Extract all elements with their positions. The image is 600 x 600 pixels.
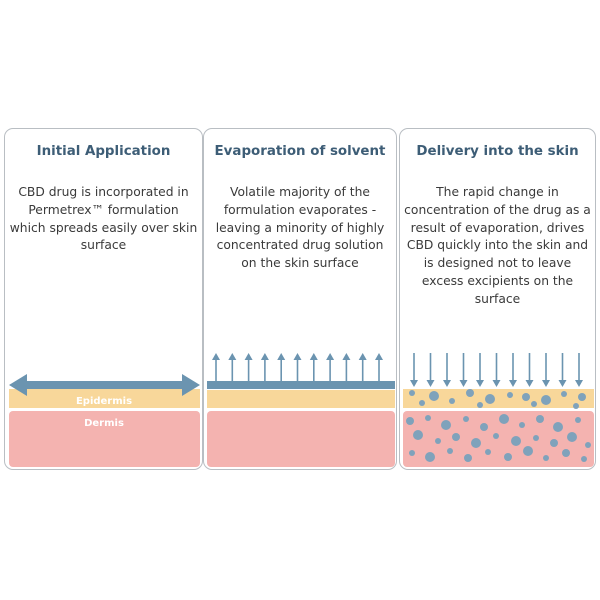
drug-particle bbox=[519, 422, 525, 428]
panel-heading: Initial Application bbox=[36, 144, 171, 159]
formulation-layer bbox=[207, 381, 395, 389]
dermis-layer bbox=[207, 411, 395, 467]
dermis-label: Dermis bbox=[84, 418, 124, 429]
drug-particle bbox=[477, 402, 483, 408]
down-arrow-icon bbox=[558, 353, 567, 387]
panel-description: The rapid change in concentration of the… bbox=[404, 185, 591, 306]
drug-particle bbox=[413, 430, 423, 440]
drug-particle bbox=[463, 416, 469, 422]
down-arrow-icon bbox=[509, 353, 517, 387]
skin-diagram-evaporation bbox=[207, 353, 395, 467]
drug-particle bbox=[425, 452, 435, 462]
drug-particle bbox=[567, 432, 577, 442]
panel-heading: Evaporation of solvent bbox=[214, 144, 386, 159]
up-arrow-icon bbox=[260, 353, 269, 381]
drug-particle bbox=[480, 423, 488, 431]
epidermis-layer bbox=[207, 390, 395, 408]
drug-particle bbox=[419, 400, 425, 406]
panel-initial-application: Initial Application CBD drug is incorpor… bbox=[4, 128, 203, 470]
up-arrow-icon bbox=[358, 353, 367, 381]
drug-particle bbox=[523, 446, 533, 456]
down-arrow-icon bbox=[476, 353, 484, 387]
dermis-layer bbox=[9, 411, 200, 467]
drug-particle bbox=[507, 392, 513, 398]
panel-delivery: Delivery into the skin The rapid change … bbox=[399, 128, 596, 470]
up-arrow-icon bbox=[342, 353, 351, 381]
skin-diagram-initial: Epidermis Dermis bbox=[9, 374, 200, 467]
double-headed-arrow-icon bbox=[9, 374, 200, 396]
drug-particle bbox=[578, 393, 586, 401]
drug-particle bbox=[452, 433, 460, 441]
drug-particle bbox=[425, 415, 431, 421]
drug-particle bbox=[536, 415, 544, 423]
down-arrow-icon bbox=[459, 353, 468, 387]
drug-particle bbox=[464, 454, 472, 462]
drug-particle bbox=[511, 436, 521, 446]
up-arrow-icon bbox=[309, 353, 318, 381]
drug-particle bbox=[485, 449, 491, 455]
down-arrow-icon bbox=[542, 353, 550, 387]
down-arrow-icon bbox=[410, 353, 418, 387]
drug-particle bbox=[449, 398, 455, 404]
drug-particle bbox=[447, 448, 453, 454]
drug-particle bbox=[585, 442, 591, 448]
up-arrow-icon bbox=[244, 353, 253, 381]
delivery-arrows bbox=[410, 353, 583, 387]
down-arrow-icon bbox=[426, 353, 435, 387]
drug-particle bbox=[441, 420, 451, 430]
up-arrow-icon bbox=[277, 353, 286, 381]
drug-particles bbox=[406, 389, 591, 462]
drug-particle bbox=[541, 395, 551, 405]
down-arrow-icon bbox=[443, 353, 451, 387]
skin-diagram-delivery bbox=[403, 353, 594, 467]
drug-particle bbox=[485, 394, 495, 404]
drug-particle bbox=[522, 393, 530, 401]
drug-particle bbox=[531, 401, 537, 407]
drug-particle bbox=[471, 438, 481, 448]
epidermis-layer bbox=[9, 389, 200, 408]
panel-evaporation: Evaporation of solvent Volatile majority… bbox=[203, 128, 397, 470]
up-arrow-icon bbox=[375, 353, 383, 381]
drug-particle bbox=[573, 403, 579, 409]
drug-particle bbox=[533, 435, 539, 441]
drug-particle bbox=[409, 450, 415, 456]
drug-particle bbox=[504, 453, 512, 461]
up-arrow-icon bbox=[212, 353, 220, 381]
panel-heading: Delivery into the skin bbox=[416, 144, 579, 159]
drug-particle bbox=[466, 389, 474, 397]
drug-particle bbox=[575, 417, 581, 423]
up-arrow-icon bbox=[326, 353, 335, 381]
up-arrow-icon bbox=[293, 353, 302, 381]
drug-particle bbox=[562, 449, 570, 457]
drug-particle bbox=[409, 390, 415, 396]
drug-particle bbox=[581, 456, 587, 462]
down-arrow-icon bbox=[492, 353, 501, 387]
drug-particle bbox=[493, 433, 499, 439]
panel-description: CBD drug is incorporated in Permetrex™ f… bbox=[9, 185, 198, 253]
drug-particle bbox=[429, 391, 439, 401]
drug-particle bbox=[499, 414, 509, 424]
panel-description: Volatile majority of the formulation eva… bbox=[215, 185, 385, 271]
drug-particle bbox=[550, 439, 558, 447]
epidermis-label: Epidermis bbox=[76, 396, 132, 407]
up-arrow-icon bbox=[228, 353, 237, 381]
drug-particle bbox=[553, 422, 563, 432]
drug-particle bbox=[543, 455, 549, 461]
drug-particle bbox=[435, 438, 441, 444]
down-arrow-icon bbox=[525, 353, 534, 387]
drug-particle bbox=[406, 417, 414, 425]
drug-particle bbox=[561, 391, 567, 397]
evaporation-arrows bbox=[212, 353, 383, 381]
down-arrow-icon bbox=[575, 353, 583, 387]
